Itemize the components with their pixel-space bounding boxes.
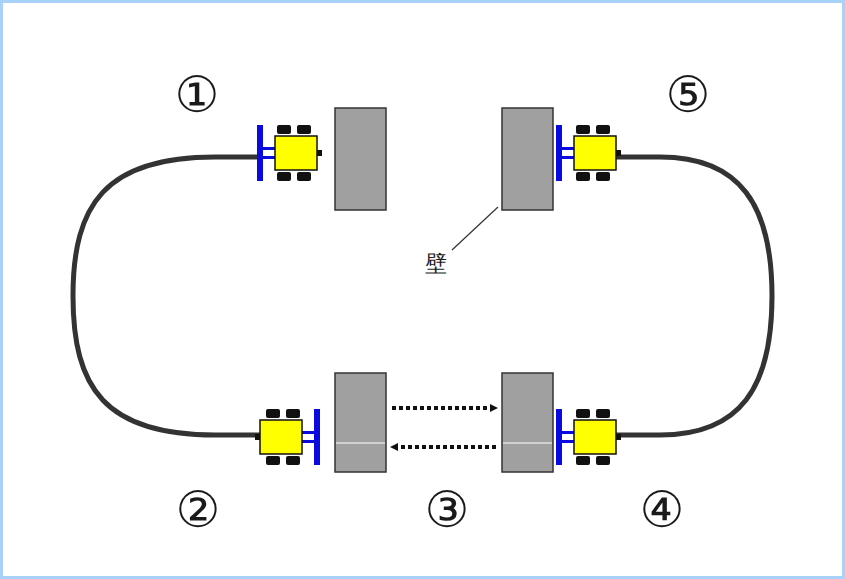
leader-line xyxy=(452,207,498,250)
move-arrow xyxy=(392,406,496,410)
track xyxy=(612,157,772,435)
callout-number: ② xyxy=(176,485,221,535)
robot xyxy=(556,409,621,465)
callout-number: ④ xyxy=(640,485,685,535)
robot xyxy=(257,125,322,181)
move-arrow xyxy=(392,445,496,449)
callout-number: ⑤ xyxy=(666,70,711,120)
callout-number: ① xyxy=(175,70,220,120)
robot xyxy=(255,409,320,465)
track xyxy=(73,157,262,435)
part-label: 壁 xyxy=(425,253,447,275)
callout-number: ③ xyxy=(425,485,470,535)
walls xyxy=(335,108,553,472)
robot xyxy=(556,125,621,181)
